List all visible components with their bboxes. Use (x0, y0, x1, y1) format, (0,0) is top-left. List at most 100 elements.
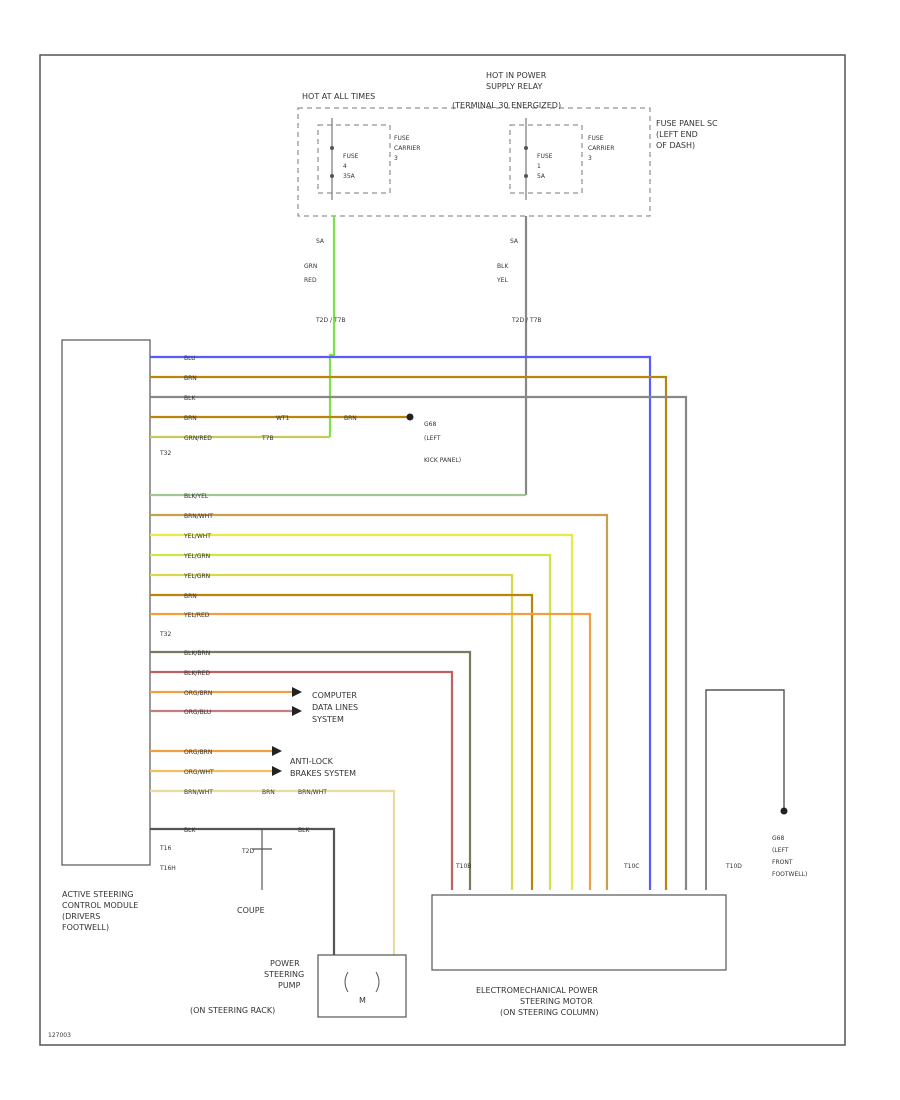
control-module-box (61, 339, 151, 866)
fuse-a-carrier-2: CARRIER (394, 145, 420, 152)
computer-system-label-2: DATA LINES (312, 703, 358, 712)
label-wire-14: BLK/RED (184, 670, 210, 677)
ground-2-label-4: FOOTWELL) (772, 871, 807, 878)
hot-at-all-times-label: HOT AT ALL TIMES (302, 92, 375, 101)
fuse-a-terminal-bottom (330, 174, 334, 178)
feed-a-color-2: RED (304, 277, 317, 284)
wire-blk-2 (150, 827, 336, 955)
fuse-a-amperage: 35A (343, 173, 356, 180)
ground-g68-footwell-terminal (780, 807, 788, 815)
wire-yel-wht (150, 533, 574, 890)
outer-frame (39, 54, 846, 1046)
fuse-panel-label-3: OF DASH) (656, 141, 695, 150)
label-wire-9: YEL/GRN (183, 553, 210, 560)
label-wire-12: YEL/RED (183, 612, 210, 619)
pump-motor-letter: M (359, 996, 366, 1005)
fuse-b-number: 1 (537, 163, 541, 170)
wire-yel-grn-1 (150, 553, 552, 890)
feed-b-connector: T2D / T7B (511, 317, 542, 324)
label-wire-13: BLK/BRN (184, 650, 210, 657)
label-wire-10: YEL/GRN (183, 573, 210, 580)
computer-system-label-3: SYSTEM (312, 715, 344, 724)
feed-a-pin: SA (316, 238, 325, 245)
label-wire-1: BLU (184, 355, 196, 362)
wire-brn-1 (150, 375, 668, 890)
module-name-3: (DRIVERS (62, 912, 100, 921)
label-wire-4: BRN (184, 415, 197, 422)
fuse-b-name: FUSE (537, 153, 553, 160)
arrow-antilock-1 (272, 746, 282, 756)
hot-in-relay-label-3: (TERMINAL 30 ENERGIZED) (452, 101, 561, 110)
ground-2-label-2: (LEFT (772, 847, 789, 854)
steering-motor-box (431, 894, 727, 971)
wire-blk-red (150, 670, 454, 890)
label-wire-19: BRN/WHT (184, 789, 213, 796)
module-name-4: FOOTWELL) (62, 923, 109, 932)
wire-yel-grn-2 (150, 573, 514, 890)
splice-label-1: WT1 (276, 415, 290, 422)
module-name-1: ACTIVE STEERING (62, 890, 133, 899)
feed-a-color-1: GRN (304, 263, 317, 270)
antilock-system-label-2: BRAKES SYSTEM (290, 769, 356, 778)
wire-yel-red (150, 612, 592, 890)
fuse-panel-label-2: (LEFT END (656, 130, 698, 139)
label-wire-11: BRN (184, 593, 197, 600)
module-connector-3: T16 (159, 845, 171, 852)
label-wire-8: YEL/WHT (183, 533, 211, 540)
wire-blk-brn (150, 650, 472, 890)
splice-label-3: BRN (344, 415, 357, 422)
fuse-a-number: 4 (343, 163, 347, 170)
pump-motor-symbol-left (344, 971, 349, 993)
arrow-antilock-2 (272, 766, 282, 776)
pump-name-4: (ON STEERING RACK) (190, 1006, 275, 1015)
ground-1-label-3: KICK PANEL) (424, 457, 461, 464)
wire-brn-2 (150, 593, 534, 890)
computer-system-label-1: COMPUTER (312, 691, 357, 700)
fuse-b-carrier-2: CARRIER (588, 145, 614, 152)
coupe-label: COUPE (237, 906, 265, 915)
wire-brn-wht-1 (150, 513, 609, 890)
feed-b-color-1: BLK (497, 263, 509, 270)
fuse-a-carrier-1: FUSE (394, 135, 410, 142)
module-connector-2: T32 (159, 631, 171, 638)
feed-b-pin: SA (510, 238, 519, 245)
module-connector-1: T32 (159, 450, 171, 457)
splice-label-2: T7B (261, 435, 274, 442)
label-wire-6: BLK/YEL (184, 493, 209, 500)
motor-name-2: STEERING MOTOR (520, 997, 593, 1006)
label-wire-5: GRN/RED (184, 435, 212, 442)
fuse-b-carrier-1: FUSE (588, 135, 604, 142)
module-name-2: CONTROL MODULE (62, 901, 138, 910)
diagram-code: 127003 (48, 1032, 71, 1039)
motor-connector-2: T10C (623, 863, 640, 870)
motor-name-3: (ON STEERING COLUMN) (500, 1008, 598, 1017)
coupe-connector-label: T2D (241, 848, 254, 855)
pump-name-1: POWER (270, 959, 300, 968)
fuse-a-terminal-top (330, 146, 334, 150)
label-wire-15: ORG/BRN (184, 690, 212, 697)
ground-1-label-1: G68 (424, 421, 436, 428)
feed-b-color-2: YEL (496, 277, 508, 284)
pump-name-3: PUMP (278, 981, 301, 990)
antilock-system-label-1: ANTI-LOCK (290, 757, 334, 766)
label-wire-18: ORG/WHT (184, 769, 214, 776)
fuse-a-name: FUSE (343, 153, 359, 160)
arrow-computer-2 (292, 706, 302, 716)
feed-a-connector: T2D / T7B (315, 317, 346, 324)
ground-2-label-1: G68 (772, 835, 784, 842)
ground-2-wire (705, 689, 785, 890)
motor-connector-1: T10B (455, 863, 471, 870)
fuse-a-carrier-3: 3 (394, 155, 398, 162)
label-wire-3: BLK (184, 395, 196, 402)
splice-label-6: BLK (298, 827, 310, 834)
fuse-panel-outline (297, 107, 651, 217)
hot-in-relay-label-1: HOT IN POWER (486, 71, 547, 80)
splice-label-4: BRN (262, 789, 275, 796)
module-connector-4: T16H (159, 865, 176, 872)
hot-in-relay-label-2: SUPPLY RELAY (486, 82, 543, 91)
wire-blk-1 (150, 395, 688, 890)
label-wire-2: BRN (184, 375, 197, 382)
fuse-b-carrier-3: 3 (588, 155, 592, 162)
ground-2-label-3: FRONT (772, 859, 793, 866)
